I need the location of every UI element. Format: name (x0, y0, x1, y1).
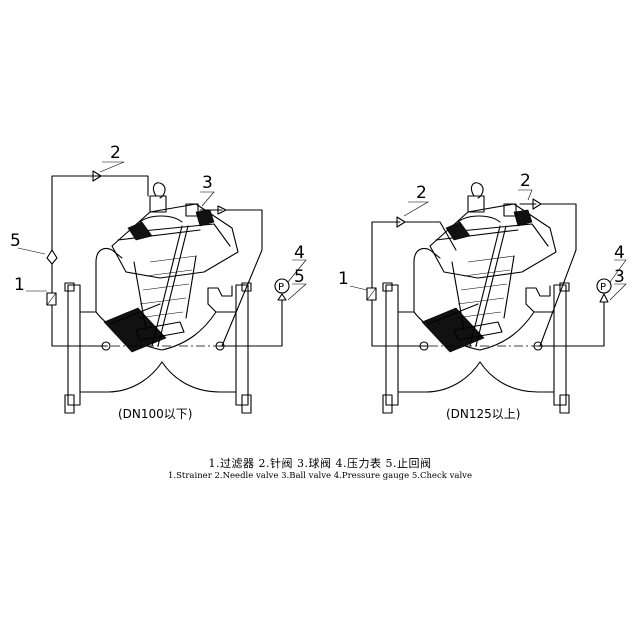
callout-2: 2 (110, 143, 121, 163)
right-view-caption: (DN125以上) (446, 407, 521, 421)
callout-1: 1 (338, 269, 349, 289)
left-view-caption: (DN100以下) (118, 407, 193, 421)
legend-chinese: 1.过滤器 2.针阀 3.球阀 4.压力表 5.止回阀 (208, 457, 432, 470)
callout-2: 2 (416, 183, 427, 203)
right-valve-drawing: 1 2 2 4 3 P (DN125以上) (338, 171, 627, 421)
callout-2: 2 (520, 171, 531, 191)
pressure-gauge-symbol: P (600, 282, 606, 293)
callout-4: 4 (614, 243, 625, 263)
callout-3: 3 (202, 173, 213, 193)
callout-4: 4 (294, 243, 305, 263)
callout-1: 1 (14, 275, 25, 295)
pressure-gauge-symbol: P (278, 282, 284, 293)
legend-english: 1.Strainer 2.Needle valve 3.Ball valve 4… (168, 471, 472, 481)
callout-5: 5 (10, 231, 21, 251)
left-valve-drawing: 1 5 2 3 4 5 P (DN100以下) (10, 143, 307, 421)
callout-3: 3 (614, 267, 625, 287)
callout-5: 5 (294, 267, 305, 287)
